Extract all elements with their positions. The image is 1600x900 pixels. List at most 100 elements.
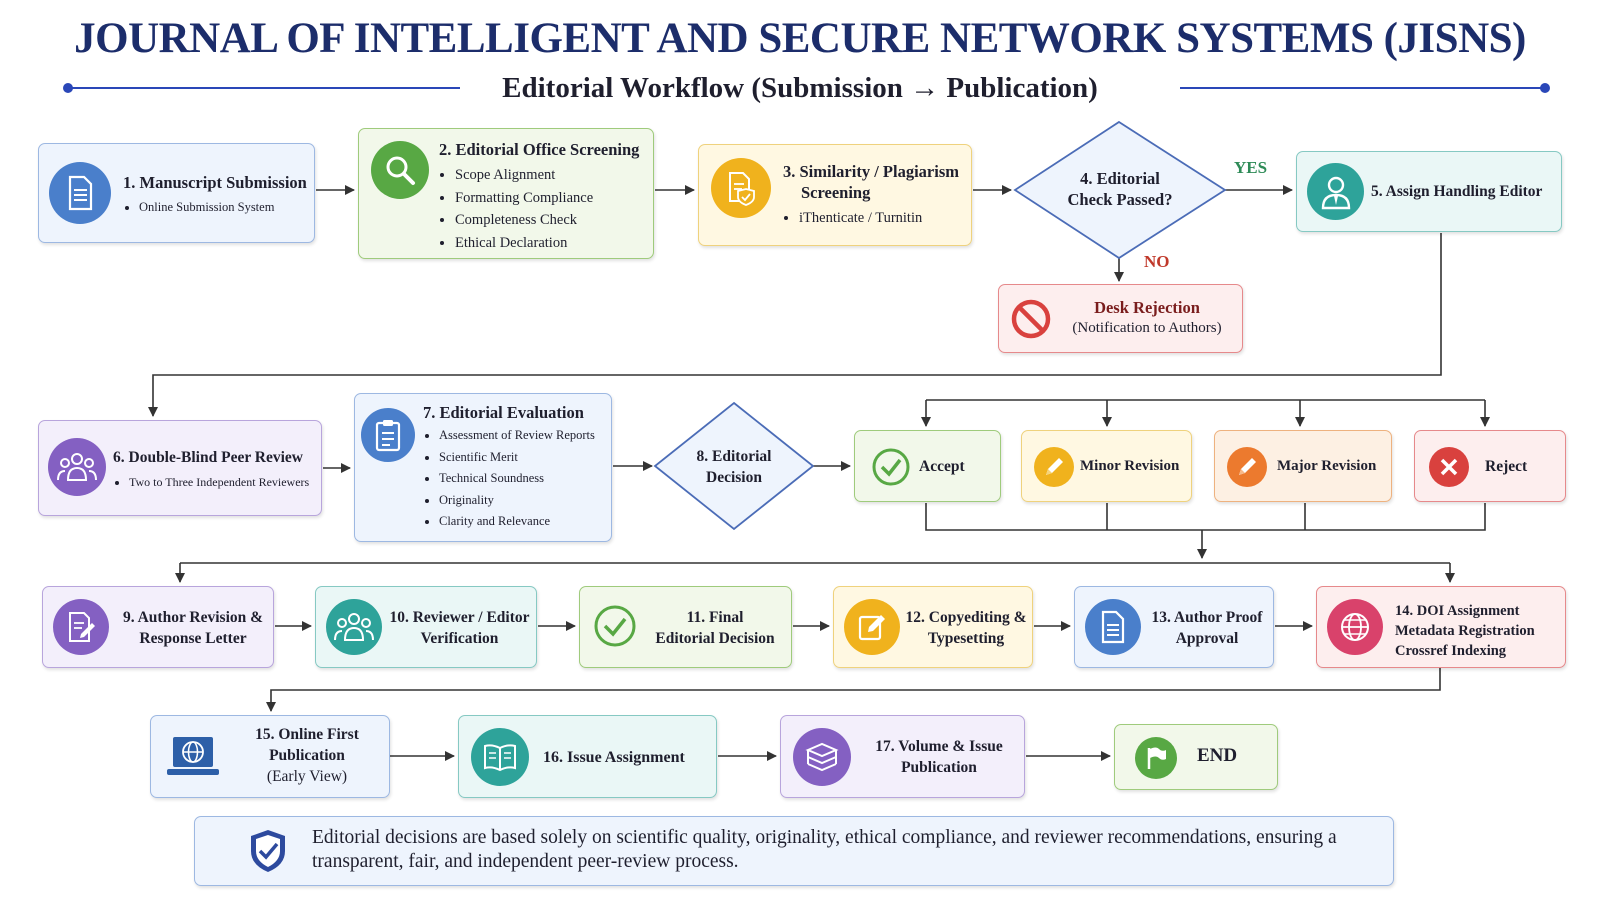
step-2-editorial-office-screening: 2. Editorial Office Screening Scope Alig…	[358, 128, 654, 259]
step-14-doi-assignment: 14. DOI Assignment Metadata Registration…	[1316, 586, 1566, 668]
step-5-assign-handling-editor: 5. Assign Handling Editor	[1296, 151, 1562, 232]
edit-document-icon	[53, 599, 109, 655]
step-13-line2: Approval	[1175, 630, 1239, 647]
desk-rejection-title: Desk Rejection	[1094, 298, 1200, 317]
step-12-label: 12. Copyediting & Typesetting	[900, 607, 1032, 649]
pencil-icon	[1227, 447, 1267, 487]
flag-icon	[1135, 737, 1177, 779]
step-17-label: 17. Volume & Issue Publication	[857, 736, 1021, 778]
end-label: END	[1197, 745, 1238, 766]
step-10-label: 10. Reviewer / Editor Verification	[382, 607, 537, 649]
step-17-line1: 17. Volume & Issue	[875, 738, 1003, 755]
step-15-line3: (Early View)	[266, 768, 348, 785]
step-12-line1: 12. Copyediting &	[905, 609, 1027, 626]
step-2-title: 2. Editorial Office Screening	[439, 140, 640, 159]
step-9-line1: 9. Author Revision &	[122, 609, 264, 626]
title-rule-right	[1180, 83, 1550, 93]
step-3-title-line1: 3. Similarity / Plagiarism	[783, 162, 959, 181]
desk-rejection-subtitle: (Notification to Authors)	[1072, 320, 1222, 336]
step-2-item: Scope Alignment	[455, 164, 654, 187]
step-4-line1: 4. Editorial	[1080, 169, 1160, 188]
people-icon	[326, 599, 382, 655]
laptop-globe-icon	[165, 730, 221, 784]
step-12-line2: Typesetting	[927, 630, 1005, 647]
step-16-issue-assignment: 16. Issue Assignment	[458, 715, 717, 798]
decision-major-revision: Major Revision	[1214, 430, 1392, 502]
shield-document-icon	[711, 158, 771, 218]
stack-icon	[793, 728, 851, 786]
step-5-title: 5. Assign Handling Editor	[1371, 183, 1543, 200]
step-17-volume-publication: 17. Volume & Issue Publication	[780, 715, 1025, 798]
step-14-line3: Crossref Indexing	[1395, 643, 1507, 659]
step-7-item: Clarity and Relevance	[439, 511, 613, 533]
prohibited-icon	[1009, 297, 1053, 341]
step-13-label: 13. Author Proof Approval	[1141, 607, 1273, 649]
editor-person-icon	[1307, 163, 1364, 220]
document-icon	[49, 162, 111, 224]
page-subtitle: Editorial Workflow (Submission → Publica…	[502, 72, 1098, 104]
step-7-item: Scientific Merit	[439, 447, 613, 469]
step-8-line2: Decision	[706, 469, 762, 486]
step-6-peer-review: 6. Double-Blind Peer Review Two to Three…	[38, 420, 322, 516]
yes-label: YES	[1234, 158, 1268, 177]
step-13-line1: 13. Author Proof	[1151, 609, 1263, 626]
step-15-line2: Publication	[269, 747, 345, 764]
decision-diamond-4	[1013, 120, 1227, 260]
step-4-decision-label: 4. Editorial Check Passed?	[1040, 168, 1200, 210]
step-15-online-first: 15. Online First Publication (Early View…	[150, 715, 390, 798]
decision-accept: Accept	[854, 430, 1001, 502]
step-9-label: 9. Author Revision & Response Letter	[113, 607, 273, 649]
step-2-item: Formatting Compliance	[455, 187, 654, 210]
check-icon	[871, 447, 911, 487]
step-1-item: Online Submission System	[139, 197, 313, 219]
step-7-item: Originality	[439, 490, 613, 512]
decision-diamond-8	[653, 401, 815, 531]
step-3-item: iThenticate / Turnitin	[799, 207, 971, 230]
footer-note	[194, 816, 1394, 886]
step-14-line2: Metadata Registration	[1395, 623, 1535, 639]
step-6-title: 6. Double-Blind Peer Review	[113, 449, 304, 466]
check-icon	[592, 603, 638, 649]
globe-icon	[1327, 599, 1383, 655]
step-8-decision-label: 8. Editorial Decision	[669, 446, 799, 488]
decision-minor-label: Minor Revision	[1080, 458, 1180, 474]
clipboard-icon	[361, 408, 415, 462]
step-14-line1: 14. DOI Assignment	[1395, 603, 1520, 619]
step-10-line1: 10. Reviewer / Editor	[389, 609, 530, 626]
step-7-editorial-evaluation: 7. Editorial Evaluation Assessment of Re…	[354, 393, 612, 542]
step-11-label: 11. Final Editorial Decision	[640, 607, 790, 649]
step-10-line2: Verification	[420, 630, 499, 647]
step-12-copyediting: 12. Copyediting & Typesetting	[833, 586, 1033, 668]
step-16-title: 16. Issue Assignment	[543, 749, 685, 766]
magnifier-icon	[371, 141, 429, 199]
step-9-line2: Response Letter	[139, 630, 247, 647]
step-7-title: 7. Editorial Evaluation	[423, 403, 584, 422]
no-label: NO	[1144, 252, 1170, 271]
step-11-line1: 11. Final	[686, 609, 744, 626]
step-1-title: 1. Manuscript Submission	[123, 173, 307, 192]
reviewers-group-icon	[48, 438, 106, 496]
decision-minor-revision: Minor Revision	[1021, 430, 1192, 502]
desk-rejection: Desk Rejection (Notification to Authors)	[998, 284, 1243, 353]
step-2-item: Completeness Check	[455, 209, 654, 232]
book-icon	[471, 728, 529, 786]
step-11-line2: Editorial Decision	[655, 630, 775, 647]
step-15-line1: 15. Online First	[255, 726, 359, 743]
decision-accept-label: Accept	[919, 458, 965, 475]
step-11-final-decision: 11. Final Editorial Decision	[579, 586, 792, 668]
step-1-manuscript-submission: 1. Manuscript Submission Online Submissi…	[38, 143, 315, 243]
step-7-item: Technical Soundness	[439, 468, 613, 490]
step-7-item: Assessment of Review Reports	[439, 425, 613, 447]
decision-reject-label: Reject	[1485, 458, 1528, 475]
step-14-label: 14. DOI Assignment Metadata Registration…	[1395, 601, 1565, 661]
title-rule-left	[63, 83, 460, 93]
step-3-title-line2: Screening	[801, 183, 871, 202]
step-3-similarity-screening: 3. Similarity / Plagiarism Screening iTh…	[698, 144, 972, 246]
step-9-author-revision: 9. Author Revision & Response Letter	[42, 586, 274, 668]
footer-text: Editorial decisions are based solely on …	[312, 827, 1337, 872]
shield-check-icon	[246, 826, 290, 876]
decision-reject: Reject	[1414, 430, 1566, 502]
step-4-line2: Check Passed?	[1067, 190, 1173, 209]
page-title: JOURNAL OF INTELLIGENT AND SECURE NETWOR…	[74, 15, 1526, 62]
